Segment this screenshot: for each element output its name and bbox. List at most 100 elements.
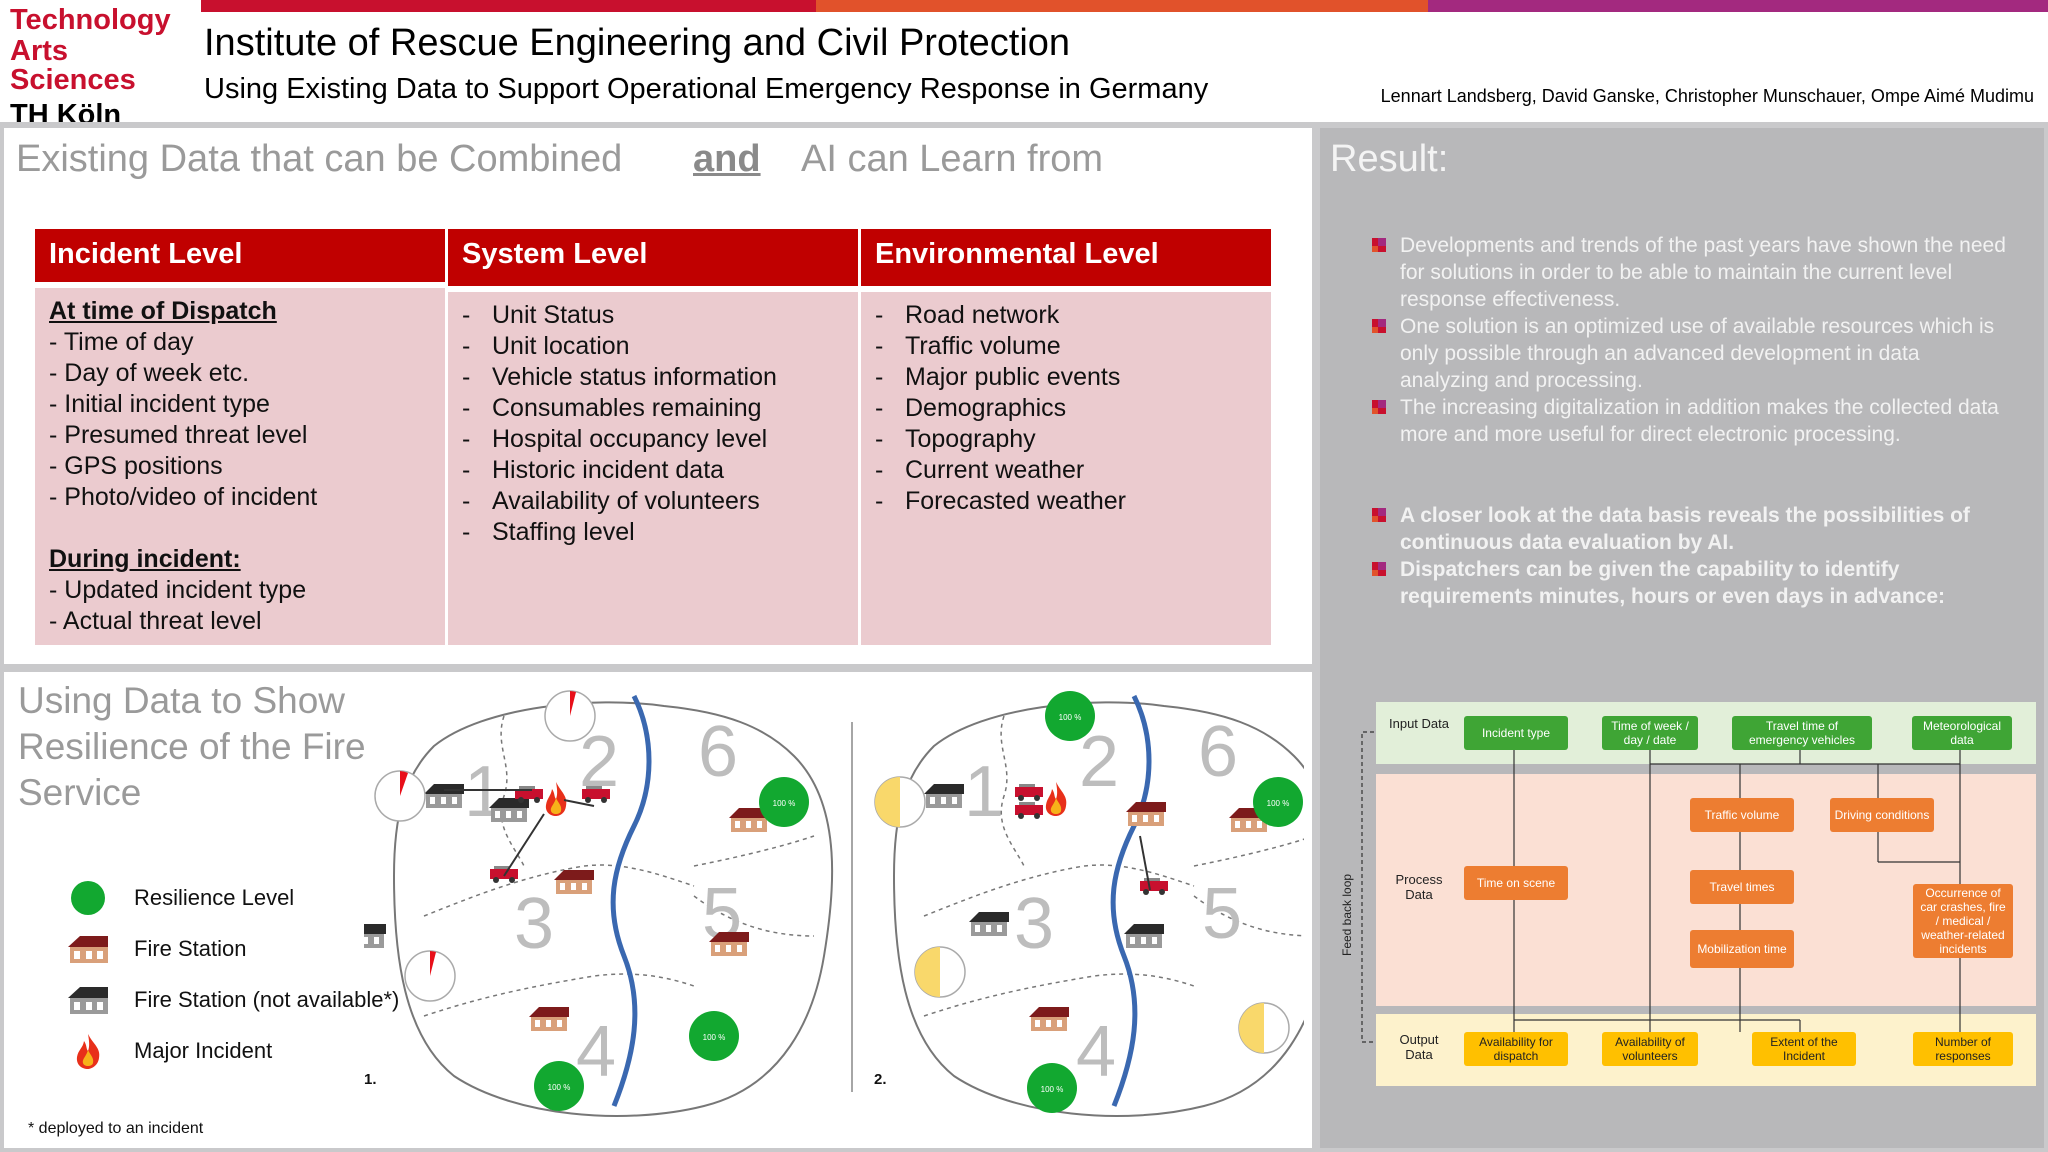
resilience-indicator-full: 100 % — [534, 1061, 584, 1111]
list-item: - Photo/video of incident — [49, 483, 318, 511]
svg-text:100 %: 100 % — [1059, 713, 1082, 722]
resilience-indicator-half — [914, 946, 966, 998]
resilience-map-1: 1 2 3 4 5 6 100 % 100 % 100 % — [364, 690, 834, 1117]
river — [1110, 694, 1152, 1107]
subheading: During incident: — [49, 545, 241, 573]
flow-node-availability-dispatch: Availability for dispatch — [1464, 1032, 1568, 1066]
bullet-marker-icon — [1372, 238, 1386, 252]
flow-node-number-responses: Number of responses — [1913, 1032, 2013, 1066]
column-body: -Unit Status -Unit location -Vehicle sta… — [448, 292, 858, 645]
list-item: -Hospital occupancy level — [462, 425, 768, 453]
resilience-indicator-full: 100 % — [759, 777, 809, 827]
list-item: - GPS positions — [49, 452, 223, 480]
bar-segment-purple — [1428, 0, 2048, 12]
flow-node-travel-time: Travel time of emergency vehicles — [1732, 716, 1872, 750]
district-number: 6 — [1198, 712, 1238, 792]
district-border — [1000, 715, 1025, 867]
result-title: Result: — [1330, 138, 1449, 180]
district-border — [423, 973, 695, 1017]
region-outline — [892, 701, 1304, 1117]
resilience-indicator-full: 100 % — [689, 1011, 739, 1061]
bullet-item: One solution is an optimized use of avai… — [1372, 313, 2012, 394]
list-item: -Vehicle status information — [462, 363, 777, 391]
flow-node-traffic-volume: Traffic volume — [1690, 798, 1794, 832]
panel-title-left: Existing Data that can be Combined — [16, 138, 623, 180]
bullet-item: Developments and trends of the past year… — [1372, 232, 2012, 313]
list-item: -Unit location — [462, 332, 630, 360]
resilience-indicator-low — [374, 770, 426, 822]
institute-title: Institute of Rescue Engineering and Civi… — [204, 22, 1071, 64]
data-levels-panel: Existing Data that can be Combined and A… — [4, 128, 1312, 664]
bullet-item: The increasing digitalization in additio… — [1372, 394, 2012, 448]
legend-item: Fire Station (not available*) — [64, 974, 399, 1025]
band-label: Output Data — [1399, 1032, 1439, 1062]
data-levels-table: Incident Level At time of Dispatch - Tim… — [35, 229, 1276, 645]
list-item: -Major public events — [875, 363, 1121, 391]
resilience-indicator-full: 100 % — [1027, 1063, 1077, 1113]
list-item: -Unit Status — [462, 301, 615, 329]
svg-text:100 %: 100 % — [1041, 1085, 1064, 1094]
bullet-marker-icon — [1372, 562, 1386, 576]
bar-segment-orange — [816, 0, 1428, 12]
flow-node-incident-type: Incident type — [1464, 716, 1568, 750]
legend-label: Major Incident — [134, 1037, 273, 1063]
map-label: 2. — [874, 1071, 887, 1088]
data-flow-diagram: Input Data Process Data Output Data Feed… — [1340, 702, 2040, 1112]
resilience-indicator-low — [544, 690, 596, 742]
resilience-indicator-half — [874, 776, 926, 828]
green-circle-icon — [64, 878, 112, 918]
flame-icon — [64, 1031, 112, 1071]
university-logo: Technology Arts Sciences TH Köln — [10, 6, 200, 130]
logo-line-2: Arts Sciences — [10, 35, 136, 96]
map-label: 1. — [364, 1071, 377, 1088]
flow-connectors — [1361, 731, 1961, 1043]
list-item: -Current weather — [875, 456, 1085, 484]
result-panel: Result: Developments and trends of the p… — [1320, 128, 2044, 1148]
list-item: - Actual threat level — [49, 607, 262, 635]
bullet-marker-icon — [1372, 400, 1386, 414]
column-header: Environmental Level — [861, 229, 1271, 286]
band-label: Input Data — [1389, 716, 1449, 731]
list-item: -Staffing level — [462, 518, 635, 546]
resilience-map-2: 1 2 3 4 5 6 100 % 100 % 100 % 2. — [874, 691, 1304, 1117]
resilience-indicator-full: 100 % — [1253, 777, 1303, 827]
flow-node-availability-volunteers: Availability of volunteers — [1602, 1032, 1698, 1066]
list-item: -Demographics — [875, 394, 1067, 422]
system-level-column: System Level -Unit Status -Unit location… — [448, 229, 858, 645]
legend-item: Major Incident — [64, 1025, 399, 1076]
list-item: - Day of week etc. — [49, 359, 250, 387]
fire-station-grey-icon — [364, 924, 386, 948]
svg-text:100 %: 100 % — [773, 799, 796, 808]
flow-node-time-of-week: Time of week / day / date — [1602, 716, 1698, 750]
legend-item: Fire Station — [64, 923, 399, 974]
flow-node-extent: Extent of the Incident — [1752, 1032, 1856, 1066]
logo-line-1: Technology — [10, 4, 171, 36]
column-body: -Road network -Traffic volume -Major pub… — [861, 292, 1271, 645]
resilience-maps: 1 2 3 4 5 6 100 % 100 % 100 % — [364, 690, 1304, 1117]
bullet-item: Dispatchers can be given the capability … — [1372, 556, 2012, 610]
header-color-bar — [201, 0, 2048, 12]
district-border — [693, 835, 815, 867]
map-legend: Resilience Level Fire Station Fire Stati… — [64, 872, 399, 1076]
river — [610, 694, 652, 1107]
list-item: - Updated incident type — [49, 576, 307, 604]
list-item: -Traffic volume — [875, 332, 1061, 360]
band-label: Process Data — [1395, 872, 1443, 902]
list-item: - Time of day — [49, 328, 194, 356]
legend-item: Resilience Level — [64, 872, 399, 923]
svg-text:100 %: 100 % — [703, 1033, 726, 1042]
list-item: -Availability of volunteers — [462, 487, 760, 515]
bar-segment-red — [201, 0, 816, 12]
list-item: - Initial incident type — [49, 390, 270, 418]
list-item: -Historic incident data — [462, 456, 725, 484]
district-number: 1 — [964, 752, 1004, 832]
legend-label: Resilience Level — [134, 884, 295, 910]
spacer — [49, 513, 431, 544]
bullet-marker-icon — [1372, 508, 1386, 522]
district-number: 5 — [1202, 874, 1242, 954]
svg-text:100 %: 100 % — [548, 1083, 571, 1092]
bullet-item: A closer look at the data basis reveals … — [1372, 502, 2012, 556]
route-arrow — [503, 813, 545, 877]
district-border — [923, 973, 1195, 1017]
panel-title-and: and — [693, 138, 761, 180]
